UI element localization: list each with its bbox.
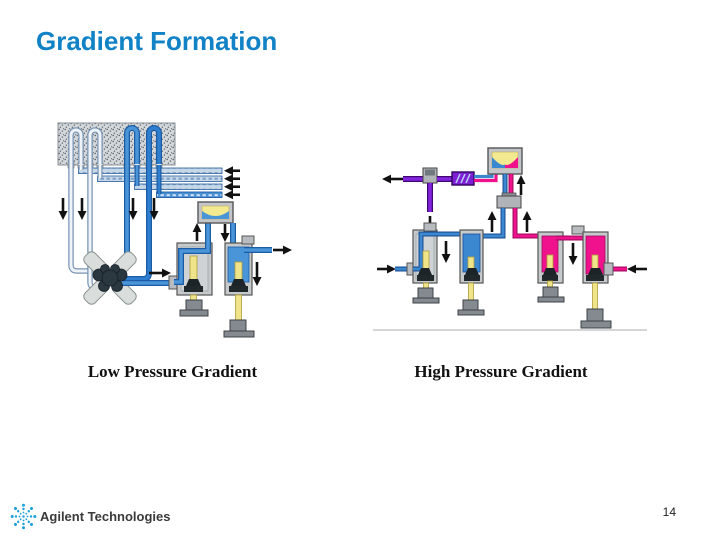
outlet-fitting <box>241 235 255 245</box>
interhead-down-arrow <box>441 241 451 263</box>
valve-hub <box>92 264 128 292</box>
degasser-block <box>57 122 176 169</box>
piston-drives <box>179 294 255 338</box>
agilent-logo: Agilent Technologies <box>10 502 230 532</box>
piston-seal <box>231 279 246 286</box>
piston-drives-a <box>412 282 485 316</box>
pump-head-a1 <box>412 229 438 284</box>
page-title: Gradient Formation <box>36 26 278 56</box>
solvent-a-inlet-arrow <box>377 264 396 274</box>
pump-head-b1 <box>537 231 564 284</box>
pump-a-blue <box>377 222 485 316</box>
mixer <box>487 147 523 175</box>
page-number: 14 <box>662 505 676 519</box>
mixed-flow-line <box>382 167 498 238</box>
piston-seal <box>186 279 201 286</box>
interhead-down-arrow <box>568 243 578 265</box>
damper <box>197 201 234 224</box>
pump-outlet-arrow <box>252 245 292 286</box>
agilent-spark-icon <box>10 503 37 530</box>
low-pressure-gradient-diagram <box>40 110 300 345</box>
solvent-b-inlet-arrow <box>627 264 647 274</box>
head-fitting <box>423 222 437 232</box>
outlet-left-arrow <box>382 174 403 184</box>
inlet-fitting <box>603 262 614 276</box>
high-pressure-gradient-diagram <box>370 135 650 335</box>
caption-low-pressure: Low Pressure Gradient <box>87 362 258 381</box>
solvent-inlet-arrows <box>224 166 240 200</box>
damper-meniscus <box>202 211 229 219</box>
proportioning-valve <box>83 251 173 305</box>
down-flow-arrows <box>58 198 159 220</box>
mixer-meniscus-blue <box>492 157 505 168</box>
head-fitting <box>571 225 585 235</box>
pump-b-pink <box>537 225 647 329</box>
valve-outlet-arrow <box>149 268 171 278</box>
mixing-coil <box>451 171 475 186</box>
pump-assembly <box>168 201 292 338</box>
logo-text: Agilent Technologies <box>40 509 171 524</box>
caption-high-pressure: High Pressure Gradient <box>414 362 588 381</box>
piston-drives-b <box>537 280 612 329</box>
tee-fitting <box>422 167 438 184</box>
mixer-meniscus-pink <box>505 157 518 168</box>
mixer-up-arrow <box>516 175 526 195</box>
degasser-loops <box>68 125 162 164</box>
riser-up-arrows <box>487 211 532 232</box>
pump-head-a2 <box>459 229 484 284</box>
pump-head-b2 <box>582 231 609 284</box>
junction-fitting <box>496 192 522 209</box>
damper-flow-arrows <box>192 223 230 242</box>
